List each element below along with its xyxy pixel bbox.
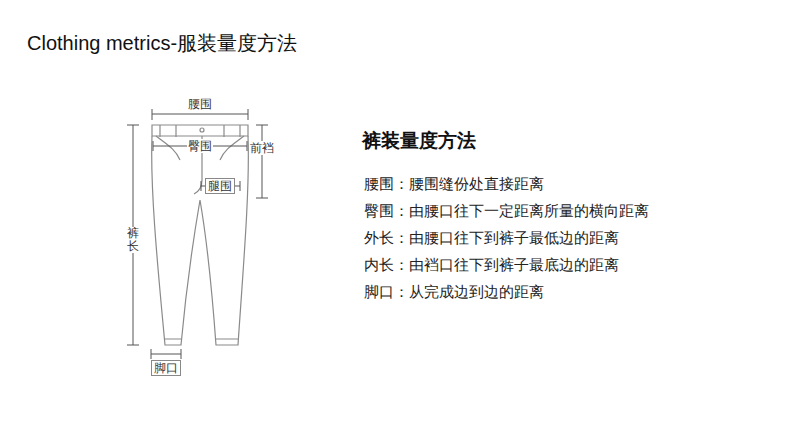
description-line: 外长：由腰口往下到裤子最低边的距离 (364, 229, 619, 248)
pants-outline (152, 125, 249, 345)
page-title: Clothing metrics-服装量度方法 (27, 30, 297, 57)
description-line: 脚口：从完成边到边的距离 (364, 283, 544, 302)
dimension-label: 裤长 (126, 227, 140, 253)
dimension-lines (127, 109, 268, 359)
dimension-label: 臀围 (187, 139, 213, 153)
section-heading: 裤装量度方法 (362, 128, 476, 154)
dimension-label: 腰围 (187, 97, 213, 111)
description-line: 内长：由裆口往下到裤子最底边的距离 (364, 256, 619, 275)
dimension-label: 腿围 (205, 178, 235, 194)
description-line: 臀围：由腰口往下一定距离所量的横向距离 (364, 202, 649, 221)
dimension-label: 前裆 (249, 141, 275, 155)
dimension-label: 脚口 (151, 360, 181, 376)
description-line: 腰围：腰围缝份处直接距离 (364, 175, 544, 194)
